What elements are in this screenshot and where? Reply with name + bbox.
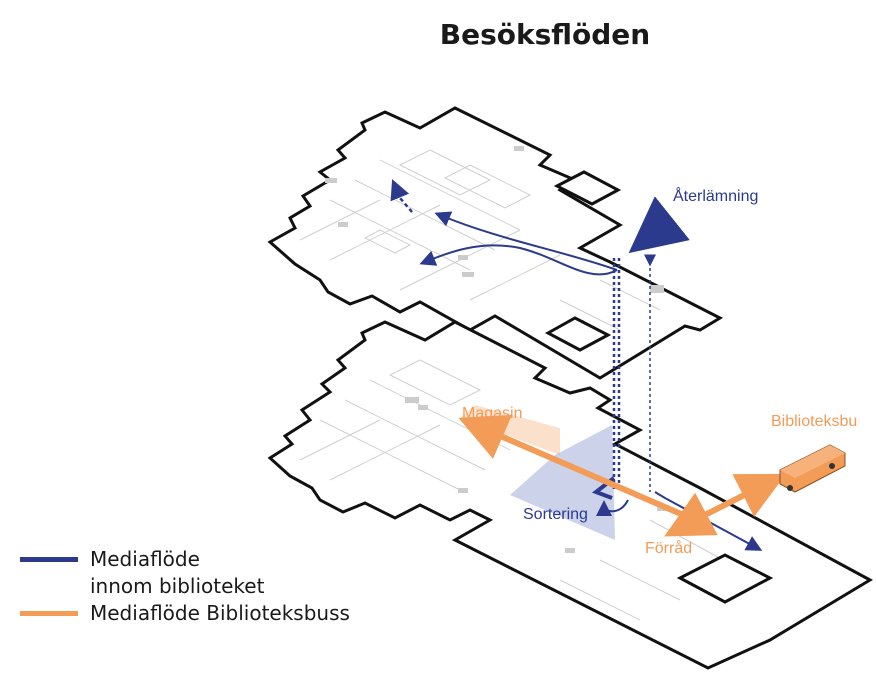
media-flow-orange (458, 414, 787, 537)
lower-floor (267, 320, 874, 670)
label-magasin: Magasin (462, 405, 523, 422)
legend-label-orange: Mediaflöde Biblioteksbuss (90, 601, 350, 625)
legend-item-blue: Mediaflöde (20, 546, 350, 573)
label-sortering: Sortering (523, 506, 588, 523)
bus-icon (779, 444, 846, 493)
legend-swatch-orange (20, 611, 78, 616)
legend-label-blue-line1: Mediaflöde (90, 547, 200, 571)
upper-floor (267, 106, 724, 380)
legend-label-blue-line2: innom biblioteket (90, 574, 265, 598)
legend: Mediaflöde innom biblioteket Mediaflöde … (20, 546, 350, 627)
label-forrad: Förråd (645, 540, 693, 557)
legend-item-orange: Mediaflöde Biblioteksbuss (20, 600, 350, 627)
legend-swatch-blue (20, 557, 78, 562)
label-aterlamning: Återlämning (673, 188, 759, 205)
label-biblioteksbuss: Biblioteksbu (771, 413, 858, 430)
page-title: Besöksflöden (439, 18, 651, 51)
